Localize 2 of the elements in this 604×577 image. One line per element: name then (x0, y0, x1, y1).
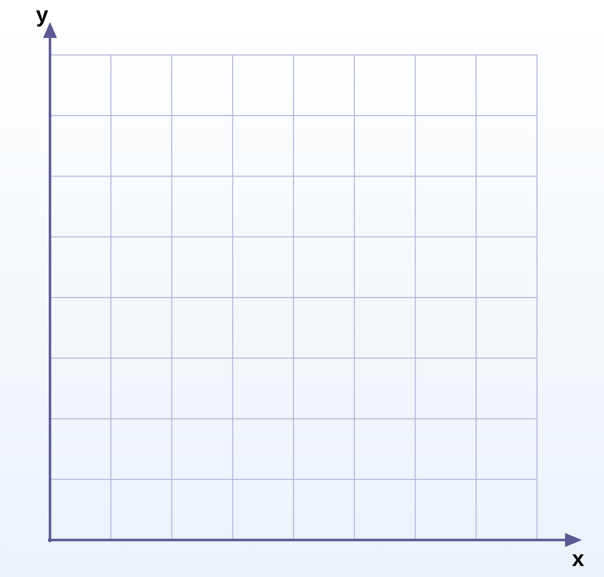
axis-label: y (36, 4, 48, 26)
axis-label: x (572, 548, 584, 570)
